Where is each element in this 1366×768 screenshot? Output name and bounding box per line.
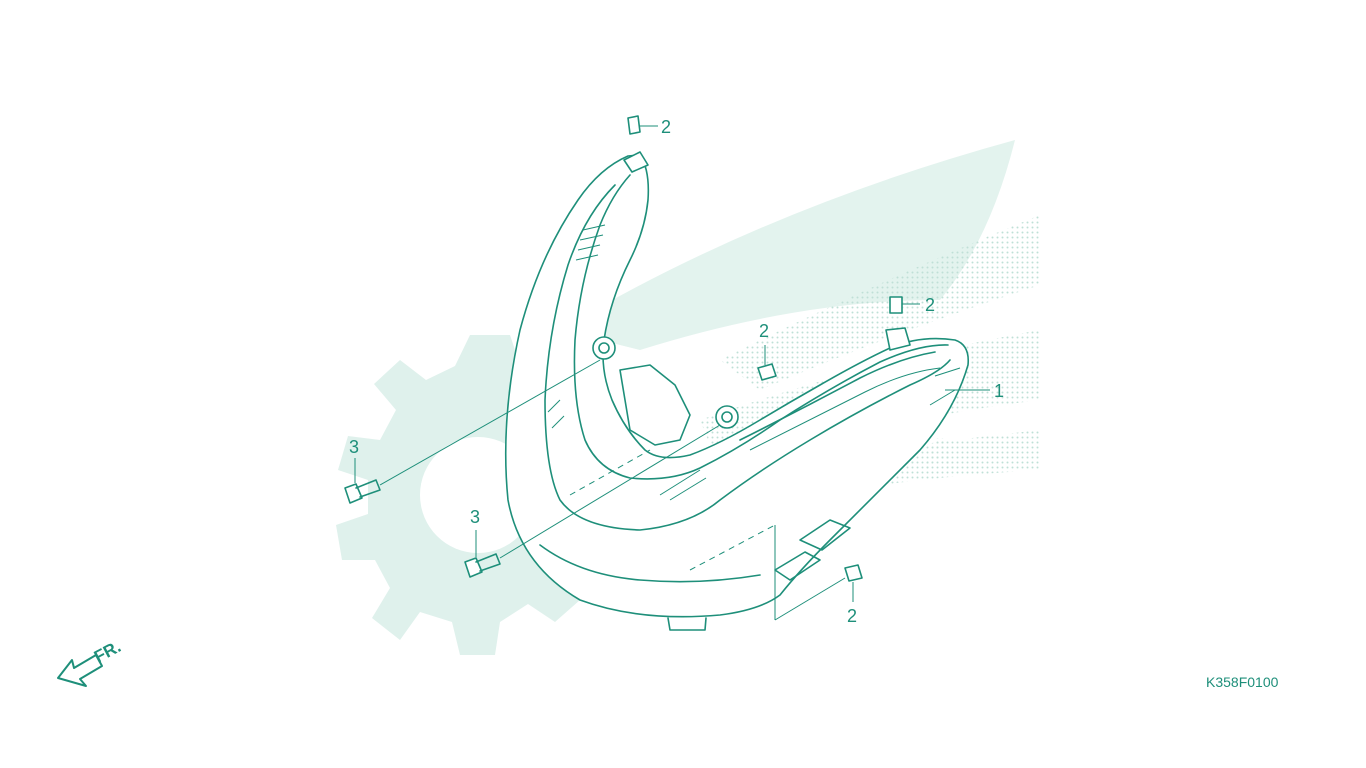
front-direction-indicator: FR.	[57, 637, 124, 687]
clip-center	[757, 345, 777, 381]
screw-upper-icon	[344, 483, 363, 504]
cover-rib-1	[582, 224, 606, 231]
lower-right-lugs	[774, 519, 851, 581]
headlight-cover	[504, 151, 970, 631]
screw-lower-icon	[464, 557, 483, 578]
cover-slot-left-2	[551, 415, 565, 429]
assembly-line-2	[689, 524, 776, 571]
cover-right-arm-strip	[739, 351, 936, 441]
callout-label-3-upper: 3	[349, 437, 359, 457]
callout-label-1: 1	[994, 381, 1004, 401]
callout-label-3-lower: 3	[470, 507, 480, 527]
callout-label-2-lower-right: 2	[847, 606, 857, 626]
callout-label-2-top: 2	[661, 117, 671, 137]
clip-top-icon	[627, 115, 641, 135]
cover-rib-4	[575, 254, 599, 261]
upper-right-bracket	[885, 327, 911, 351]
clip-lower-right	[774, 525, 863, 621]
front-arrow-icon	[57, 654, 103, 687]
cover-lower-lip	[539, 544, 761, 583]
assembly-line-1	[569, 449, 651, 496]
cover-right-arm-strip-2	[749, 367, 941, 451]
cover-slot-right-1	[929, 389, 956, 406]
callout-label-2-center: 2	[759, 321, 769, 341]
clip-center-icon	[757, 363, 777, 381]
cover-slot-right-2	[934, 367, 961, 377]
clip-upper-right-icon	[889, 296, 903, 314]
cover-slot-left-1	[547, 399, 561, 413]
left-mount-boss	[592, 336, 616, 360]
cover-inner-edge	[573, 174, 949, 480]
cover-bottom-tab	[667, 617, 707, 631]
cover-top-tip	[623, 151, 649, 173]
clip-top	[627, 115, 658, 135]
drawing-code: K358F0100	[1206, 674, 1279, 690]
cover-slot-mid-2	[669, 477, 707, 501]
cover-rib-3	[577, 244, 601, 251]
screw-upper	[344, 359, 601, 504]
cover-outer-shell	[504, 154, 970, 618]
cover-inner-bezel	[544, 184, 951, 531]
screw-lower	[464, 424, 721, 578]
center-mount-boss	[715, 405, 739, 429]
cover-slot-mid-1	[659, 469, 701, 496]
clip-lower-right-icon	[844, 564, 863, 582]
cover-inner-bracket	[619, 364, 691, 446]
clip-upper-right	[889, 296, 920, 314]
cover-rib-2	[579, 234, 604, 241]
callout-label-2-upper-right: 2	[925, 295, 935, 315]
